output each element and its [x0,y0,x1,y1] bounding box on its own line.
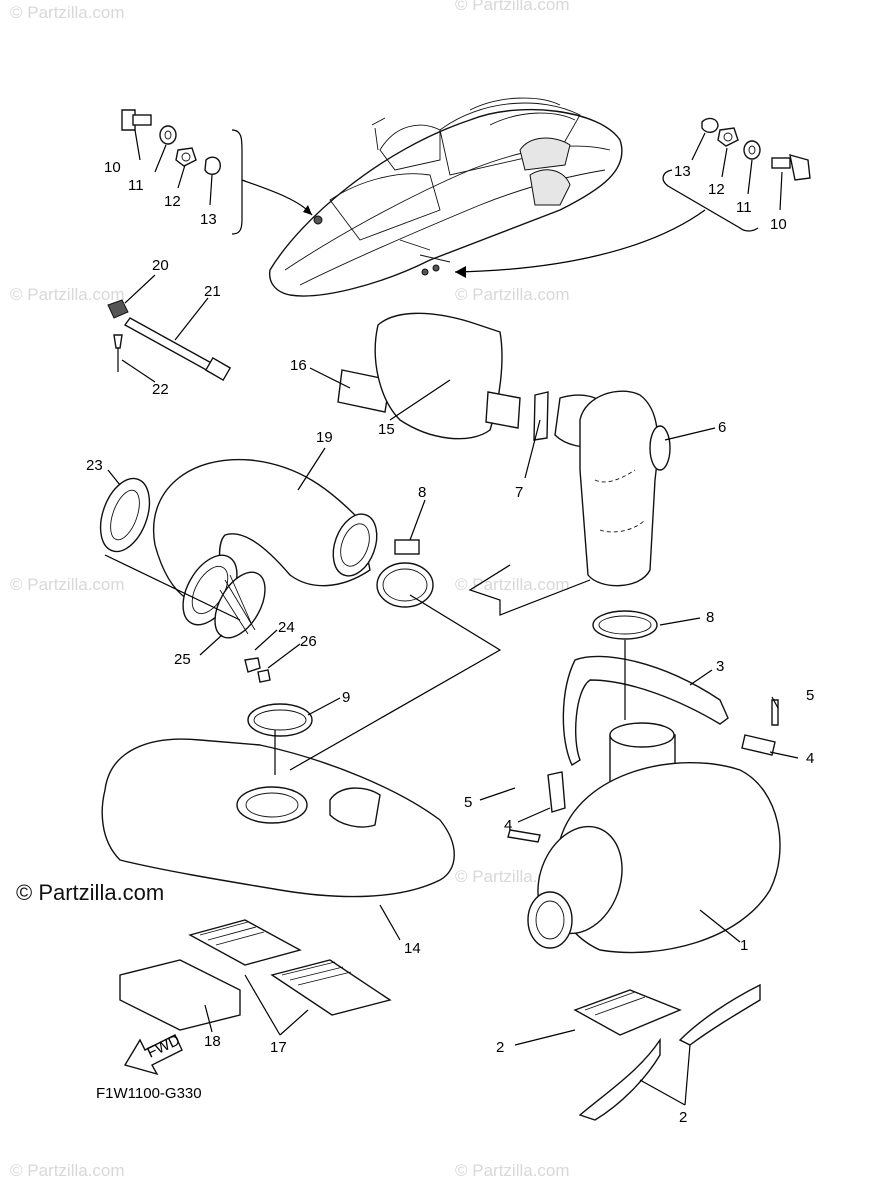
callout-1: 1 [740,937,748,954]
intake-tube [579,390,671,587]
mounting-strap [562,655,729,767]
cable-tie-set [107,299,232,382]
callout-20: 20 [152,257,169,274]
callout-18: 18 [204,1033,221,1050]
callout-21: 21 [204,283,221,300]
callout-2: 2 [679,1109,687,1126]
callout-26: 26 [300,633,317,650]
diagram-code: F1W1100-G330 [96,1085,202,1102]
watermark: © Partzilla.com [455,575,570,594]
callout-25: 25 [174,651,191,668]
fwd-arrow: FWD [123,1032,183,1076]
callout-17: 17 [270,1039,287,1056]
routing-lines [104,554,626,775]
muffler [527,722,781,954]
brand-watermark: © Partzilla.com [16,880,165,905]
callout-24: 24 [278,619,295,636]
callout-11: 11 [736,199,752,216]
watercraft-illustration [268,97,623,297]
callout-7: 7 [515,484,523,501]
callout-4: 4 [806,750,814,767]
callout-23: 23 [86,457,103,474]
callout-9: 9 [342,689,350,706]
resonator-box [101,738,455,898]
leader-lines [107,129,799,1106]
callout-10: 10 [104,159,121,176]
callout-22: 22 [152,381,169,398]
watermark: © Partzilla.com [455,0,570,14]
watermark: © Partzilla.com [10,575,125,594]
callout-15: 15 [378,421,395,438]
callout-2: 2 [496,1039,504,1056]
callout-6: 6 [718,419,726,436]
mounting-flange [99,477,151,553]
foam-pads [119,919,761,1121]
watermark: © Partzilla.com [10,1161,125,1180]
callout-12: 12 [708,181,725,198]
callout-labels: 10 11 12 13 13 12 11 10 20 21 22 16 15 6… [86,159,814,1126]
right-mount-hardware [454,117,811,278]
callout-8: 8 [706,609,714,626]
callout-16: 16 [290,357,307,374]
watermark: © Partzilla.com [455,1161,570,1180]
watermark: © Partzilla.com [10,285,125,304]
callout-5: 5 [806,687,814,704]
hose-clamps [247,539,658,737]
callout-8: 8 [418,484,426,501]
callout-4: 4 [504,817,512,834]
callout-13: 13 [200,211,217,228]
callout-10: 10 [770,216,787,233]
air-box-cover [337,312,611,448]
left-mount-hardware [121,109,313,235]
watermark-group: © Partzilla.com © Partzilla.com © Partzi… [10,0,570,1180]
flange-plates [182,554,271,683]
callout-13: 13 [674,163,691,180]
callout-11: 11 [128,177,144,194]
callout-5: 5 [464,794,472,811]
callout-3: 3 [716,658,724,675]
callout-19: 19 [316,429,333,446]
watermark: © Partzilla.com [455,285,570,304]
callout-12: 12 [164,193,181,210]
callout-14: 14 [404,940,421,957]
watermark: © Partzilla.com [10,3,125,22]
